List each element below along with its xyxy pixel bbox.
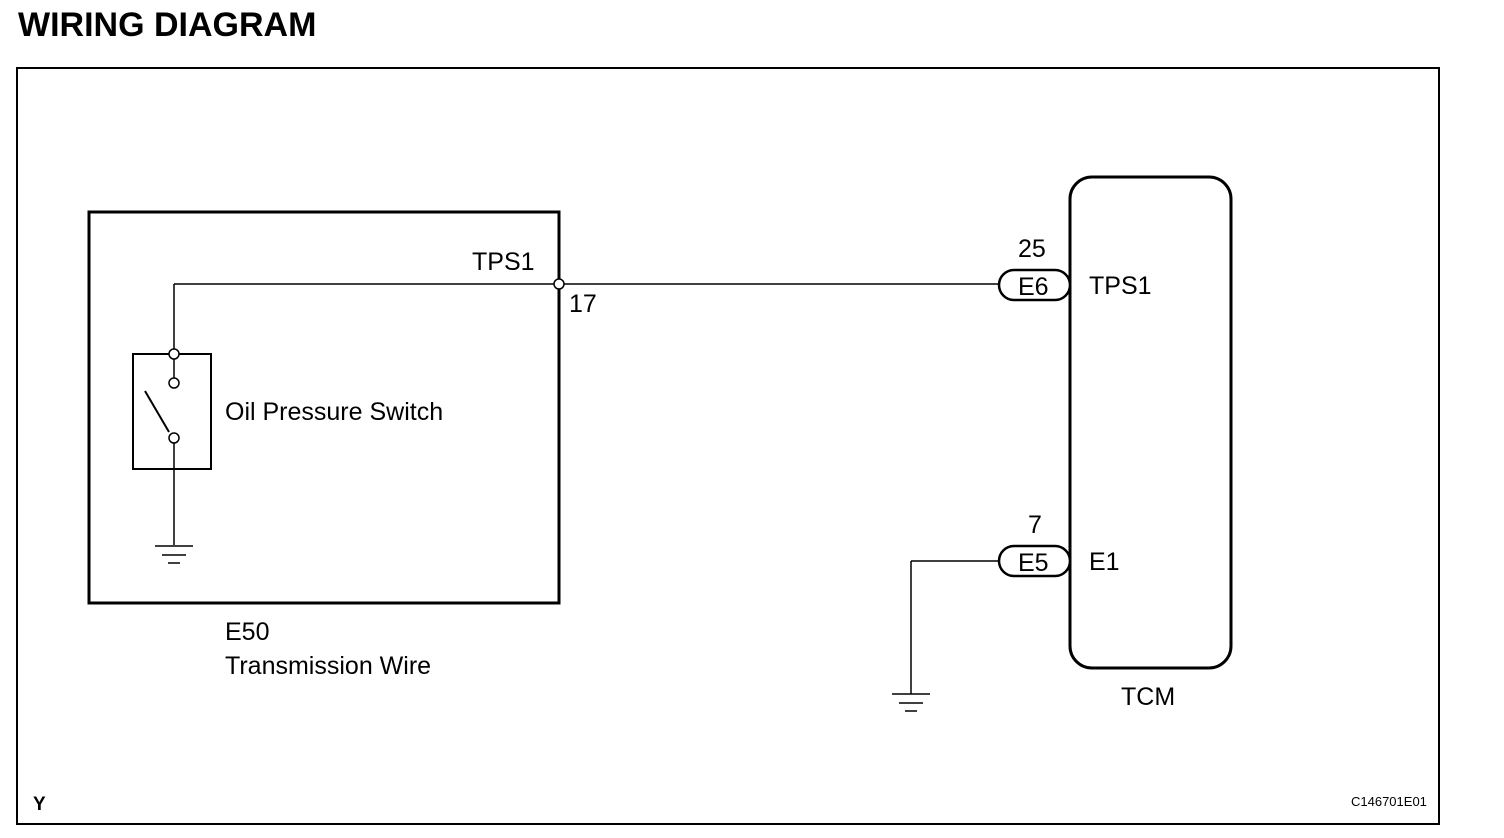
oil-pressure-switch-label: Oil Pressure Switch	[225, 398, 443, 426]
terminal-label-tps1-tcm: TPS1	[1089, 272, 1152, 300]
ground-icon	[892, 693, 930, 712]
terminal-label-e1: E1	[1089, 548, 1120, 576]
pin-number-17: 17	[569, 290, 597, 318]
wire-color-label: Y	[33, 794, 46, 815]
connector-e6	[997, 268, 1072, 302]
connector-name-transmission-wire: Transmission Wire	[225, 652, 431, 680]
pin-number-25: 25	[1018, 235, 1046, 263]
page-title: WIRING DIAGRAM	[18, 6, 317, 44]
connector-label-e6: E6	[1018, 273, 1049, 301]
tcm-label: TCM	[1121, 683, 1175, 711]
switch-top-node	[168, 348, 180, 360]
switch-contact-bottom	[168, 432, 180, 444]
connector-code-e50: E50	[225, 618, 269, 646]
switch-contact-top	[168, 377, 180, 389]
transmission-wire-box	[87, 210, 561, 605]
pin-number-7: 7	[1028, 511, 1042, 539]
ground-icon	[155, 545, 193, 564]
switch-contact-blade	[144, 390, 170, 433]
terminal-label-tps1-left: TPS1	[472, 248, 535, 276]
connector-label-e5: E5	[1018, 549, 1049, 577]
diagram-frame	[16, 67, 1440, 825]
connector-e5	[997, 544, 1072, 578]
oil-pressure-switch-box	[132, 353, 212, 470]
terminal-17-node	[553, 278, 565, 290]
tcm-box	[1068, 175, 1233, 670]
figure-code: C146701E01	[1351, 794, 1427, 809]
